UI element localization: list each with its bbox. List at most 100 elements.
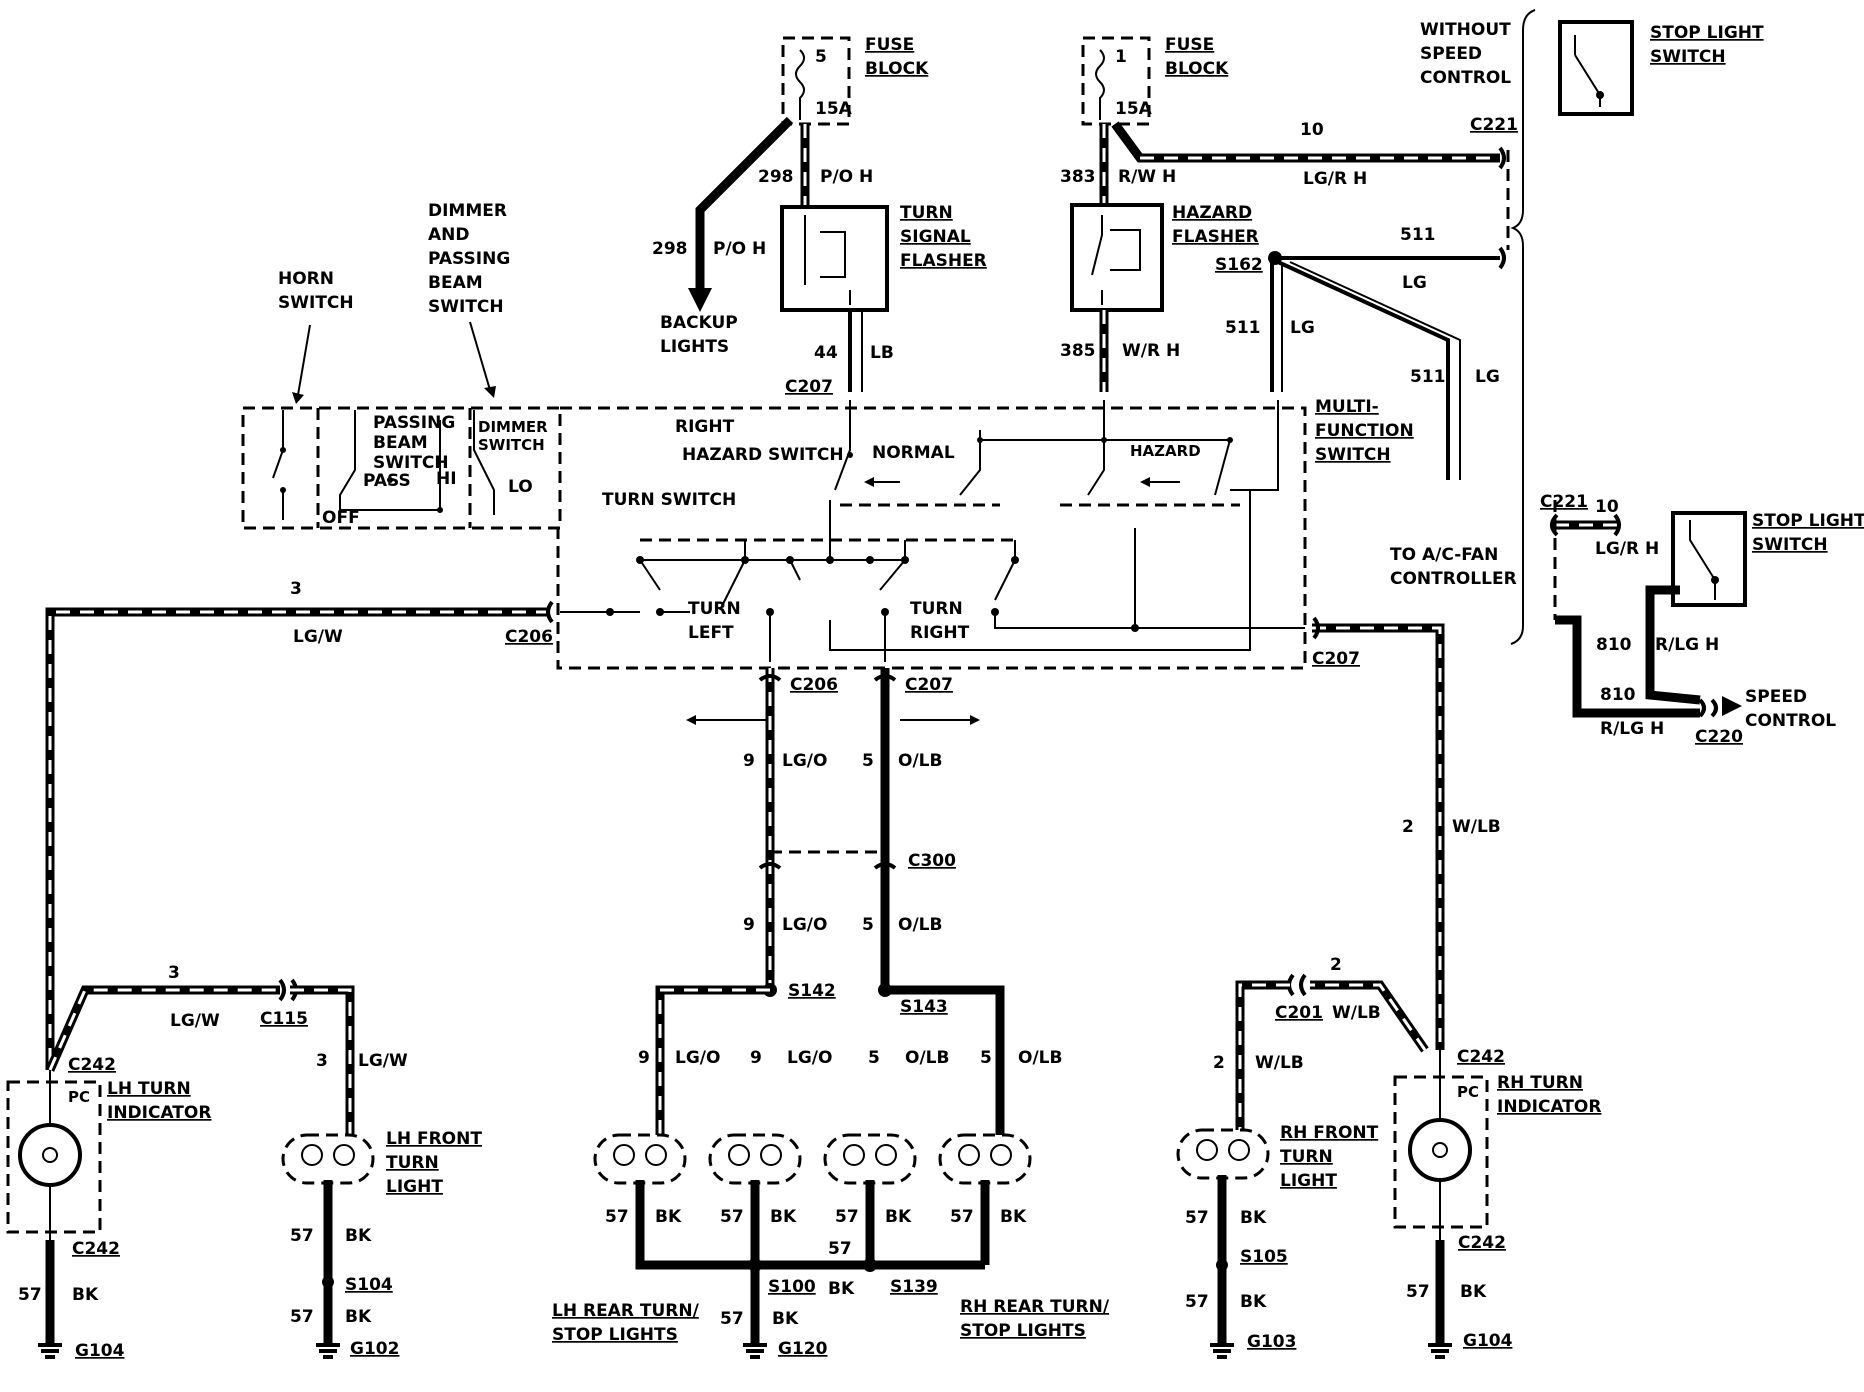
lh-front-turn-light (281, 1133, 375, 1275)
to-ac-label: CONTROLLER (1390, 569, 1517, 589)
horn-dimmer-switch-box (241, 406, 562, 530)
bracket (1510, 9, 1536, 645)
wire-color: BK (1240, 1208, 1267, 1228)
wire-color: BK (1240, 1292, 1267, 1312)
wire-color: W/LB (1452, 817, 1501, 837)
ground-g120: G120 (778, 1339, 828, 1359)
lh-turn-indicator-label: LH TURN (107, 1079, 191, 1099)
wire-number: 2 (1330, 955, 1342, 975)
stop-light-switch-label: SWITCH (1650, 47, 1726, 67)
wire-color: BK (828, 1279, 855, 1299)
ground-g102: G102 (350, 1339, 399, 1359)
wire-number: 9 (750, 1048, 762, 1068)
svg-text:15A: 15A (815, 99, 853, 119)
wire-number: 57 (1406, 1282, 1430, 1302)
hi-label: HI (436, 469, 457, 489)
svg-text:1: 1 (1115, 47, 1127, 67)
wire-number: 9 (743, 751, 755, 771)
wire-color: LG/W (293, 627, 343, 647)
splice-s142: S142 (788, 981, 836, 1001)
connector-c207: C207 (785, 377, 833, 397)
turn-signal-flasher-label: TURN (900, 203, 953, 223)
wire-color: O/LB (898, 915, 942, 935)
wire-color: BK (885, 1207, 912, 1227)
rh-turn-indicator-label: RH TURN (1497, 1073, 1583, 1093)
wire-number: 57 (290, 1226, 314, 1246)
wire-number: 5 (862, 751, 874, 771)
connector-c221: C221 (1540, 492, 1588, 512)
backup-arrow (688, 288, 712, 312)
wire-color: BK (770, 1207, 797, 1227)
wire-color: W/LB (1255, 1053, 1304, 1073)
pc-label: PC (68, 1088, 90, 1106)
connector-c220: C220 (1695, 727, 1743, 747)
wire-color: BK (1000, 1207, 1027, 1227)
wire-number: 5 (868, 1048, 880, 1068)
wire-color: LB (870, 343, 894, 363)
rh-rear-lights-label: STOP LIGHTS (960, 1321, 1086, 1341)
stop-light-switch-label: SWITCH (1752, 535, 1828, 555)
wire-color: O/LB (898, 751, 942, 771)
multi-function-switch (556, 400, 1307, 725)
lo-label: LO (508, 477, 533, 497)
wire-color: BK (72, 1285, 99, 1305)
off-label: OFF (322, 508, 360, 528)
turn-switch-label: TURN SWITCH (602, 490, 736, 510)
rh-rear-lamp-inner (823, 1133, 917, 1265)
wire-number: 511 (1410, 367, 1446, 387)
ground-g103: G103 (1247, 1332, 1296, 1352)
wire-number: 9 (638, 1048, 650, 1068)
hazard-label: HAZARD (1130, 442, 1201, 460)
multi-function-label: FUNCTION (1315, 421, 1414, 441)
without-speed-label: CONTROL (1420, 68, 1511, 88)
wire-color: O/LB (905, 1048, 949, 1068)
turn-signal-flasher-label: FLASHER (900, 251, 987, 271)
horn-switch-label: SWITCH (278, 293, 354, 313)
wire-color: P/O H (713, 239, 766, 259)
wire-number: 5 (862, 915, 874, 935)
stop-light-switch-top (1558, 20, 1634, 116)
backup-lights-label: BACKUP (660, 313, 738, 333)
wire-color: BK (345, 1307, 372, 1327)
without-speed-label: WITHOUT (1420, 20, 1511, 40)
wire-color: R/LG H (1600, 719, 1664, 739)
stop-light-switch-label: STOP LIGHT (1752, 511, 1864, 531)
wire-color: R/W H (1118, 167, 1176, 187)
connector-c242: C242 (68, 1055, 116, 1075)
wire-color: LG/W (358, 1051, 408, 1071)
ground-icon (38, 1343, 62, 1359)
splice-s143: S143 (900, 997, 948, 1017)
wire-number: 3 (168, 963, 180, 983)
connector-c242: C242 (72, 1239, 120, 1259)
wire-color: LG/R H (1303, 169, 1367, 189)
connector-c206: C206 (505, 627, 553, 647)
wire-number: 10 (1595, 497, 1619, 517)
wire-3-lgw (45, 607, 550, 1070)
speed-control-label: SPEED (1745, 687, 1807, 707)
wire-color: LG/O (675, 1048, 720, 1068)
wire-color: LG/O (782, 751, 827, 771)
speed-control-arrow (1722, 696, 1742, 716)
lh-front-turn-light-label: LIGHT (386, 1177, 443, 1197)
connector-c206: C206 (790, 675, 838, 695)
fuse-block-label: BLOCK (865, 59, 929, 79)
multi-function-label: SWITCH (1315, 445, 1391, 465)
wire-color: P/O H (820, 167, 873, 187)
rh-rear-lamp-outer (938, 1133, 1032, 1265)
wire-number: 57 (605, 1207, 629, 1227)
wire-number: 57 (828, 1239, 852, 1259)
wire-number: 385 (1060, 341, 1096, 361)
connector-c115: C115 (260, 1009, 308, 1029)
ground-icon (743, 1343, 767, 1359)
dimmer-passing-label: AND (428, 225, 470, 245)
pc-label: PC (1457, 1083, 1479, 1101)
dimmer-passing-label: DIMMER (428, 201, 507, 221)
rh-rear-lights-label: RH REAR TURN/ (960, 1297, 1110, 1317)
svg-text:15A: 15A (1115, 99, 1153, 119)
wire-color: BK (655, 1207, 682, 1227)
splice-s139: S139 (890, 1277, 938, 1297)
wire-number: 57 (290, 1307, 314, 1327)
wire-810 (1555, 615, 1700, 718)
rh-turn-indicator (1393, 1050, 1489, 1240)
